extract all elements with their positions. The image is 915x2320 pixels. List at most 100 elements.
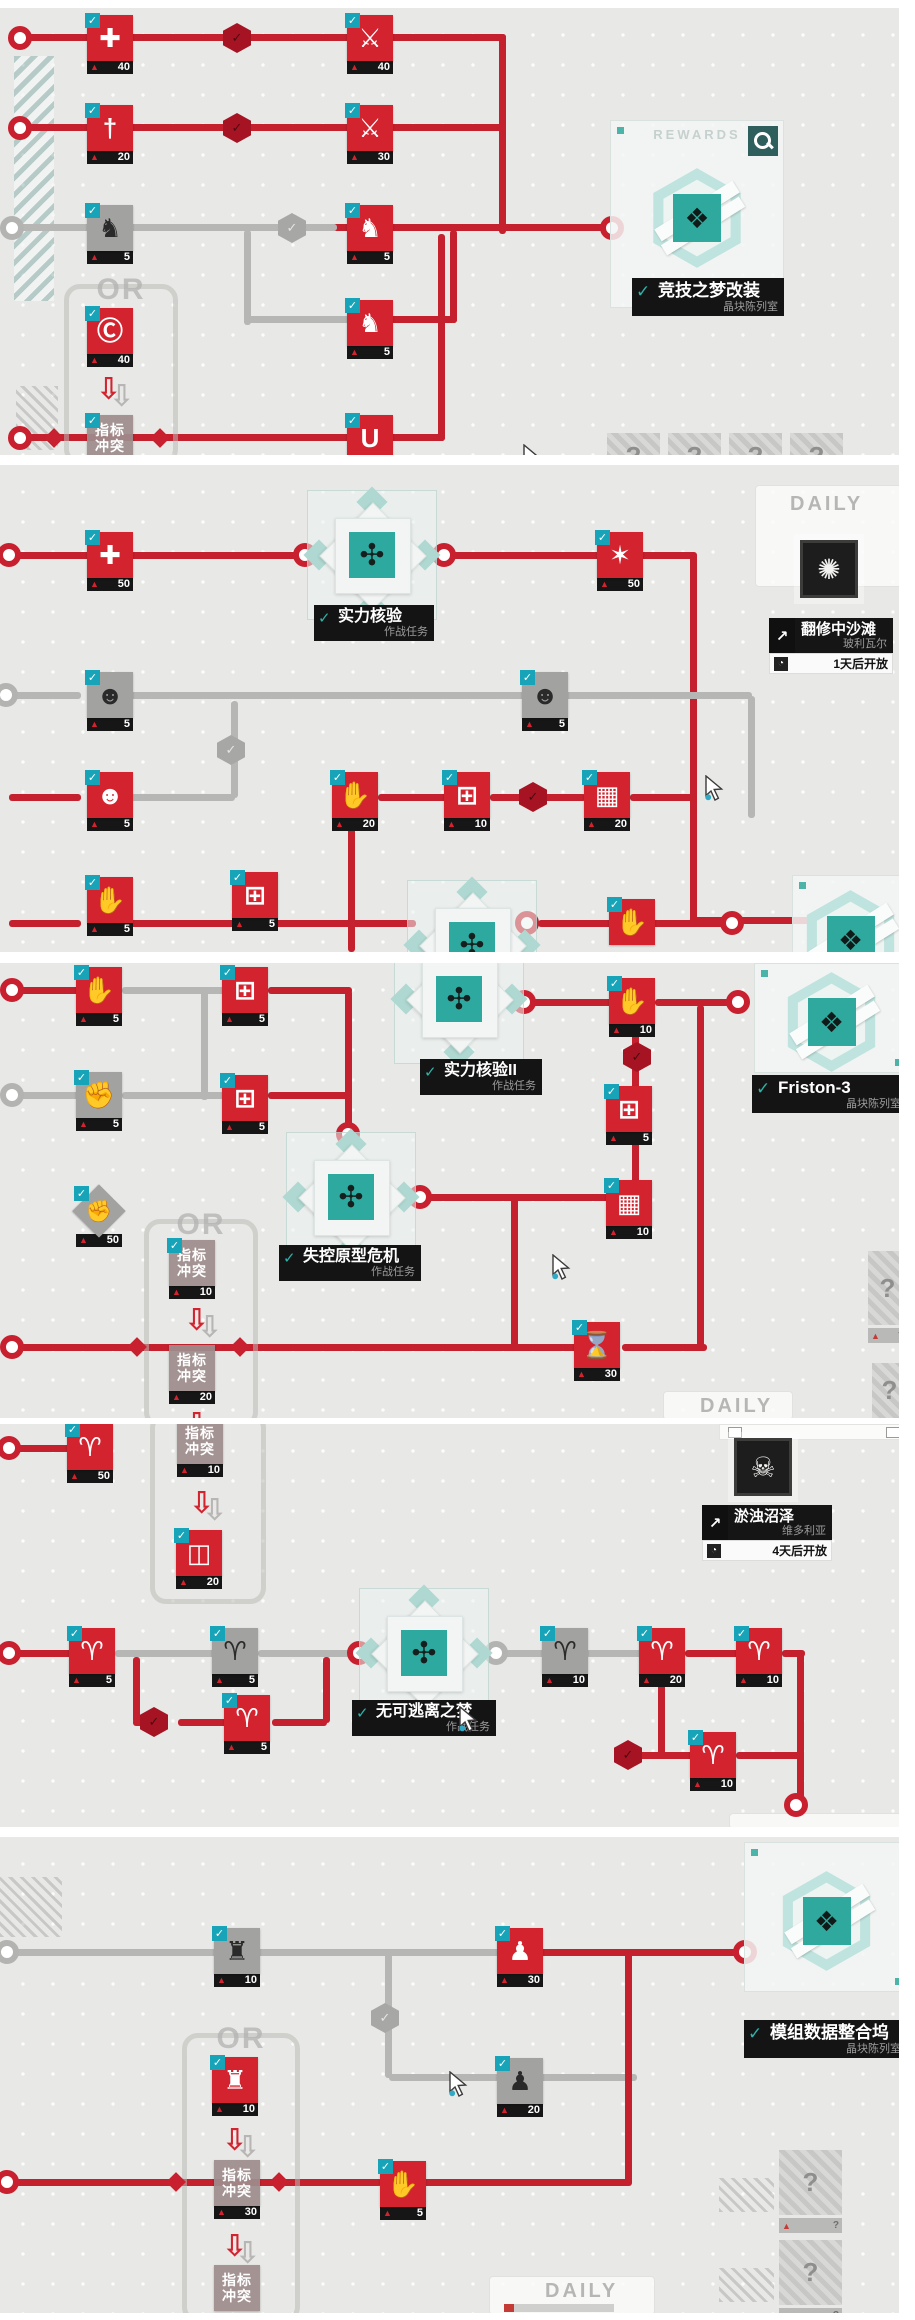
node-card-cross[interactable]: ⊞✓▲5 bbox=[230, 870, 278, 931]
node-metric-conflict-30[interactable]: 指标冲突▲30 bbox=[214, 2160, 260, 2219]
battle-prototype-crisis-label[interactable]: ✓失控原型危机作战任务 bbox=[279, 1245, 421, 1282]
reward-competitive-dream-mod-label[interactable]: ✓竞技之梦改装晶块陈列室 bbox=[632, 278, 784, 316]
battle-prototype-crisis[interactable]: ✣ bbox=[282, 1128, 420, 1266]
node-metric-conflict-20b[interactable]: 指标冲突▲20 bbox=[169, 1345, 215, 1404]
node-hand-tactics[interactable]: ✋✓▲20 bbox=[330, 770, 378, 831]
node-rabbit-x2-icon: ♈ bbox=[553, 1636, 577, 1666]
node-rabbit-crosses[interactable]: ♈✓▲20 bbox=[637, 1626, 685, 1687]
node-mixed-tech[interactable]: ◫✓▲20 bbox=[174, 1528, 222, 1589]
graph-connector-line bbox=[537, 1949, 747, 1956]
node-ape-scholar[interactable]: ☻✓▲5 bbox=[520, 670, 568, 731]
reward-competitive-dream-mod[interactable]: REWARDS❖ bbox=[610, 120, 784, 308]
unlock-timer: ◔4天后开放 bbox=[702, 1540, 832, 1562]
node-pawn-disabled[interactable]: ♟✓▲20 bbox=[495, 2056, 543, 2117]
check-icon: ✓ bbox=[345, 103, 360, 118]
node-beast-a[interactable]: ♞✓▲5 bbox=[345, 203, 393, 264]
reward-module-data-dock-label[interactable]: ✓模组数据整合坞晶块陈列室 bbox=[744, 2020, 899, 2058]
node-hand-partial[interactable]: ✋✓ bbox=[607, 897, 655, 945]
warning-triangle-icon: ▲ bbox=[235, 919, 244, 929]
node-originium-icon: Ⓒ bbox=[96, 316, 123, 346]
graph-connector-line bbox=[274, 920, 416, 927]
node-rabbit-lower[interactable]: ♈✓▲5 bbox=[222, 1693, 270, 1754]
node-card-cross-2[interactable]: ⊞✓▲5 bbox=[220, 965, 268, 1026]
connector-ring bbox=[8, 116, 32, 140]
node-hand-x3[interactable]: ✋✓▲5 bbox=[378, 2159, 426, 2220]
node-rabbit-squares-icon: ♈ bbox=[747, 1636, 771, 1666]
mystery-reward-1[interactable]: ? bbox=[607, 433, 660, 455]
locked-area-node-swamp[interactable]: ☠ bbox=[734, 1438, 792, 1496]
node-pawn-menace[interactable]: ♟✓▲30 bbox=[495, 1926, 543, 1987]
magnifier-icon[interactable] bbox=[748, 126, 778, 156]
node-ape-gear[interactable]: ☻✓▲5 bbox=[85, 770, 133, 831]
node-rabbit-crosses-icon: ♈ bbox=[650, 1636, 674, 1666]
teal-stripe-decoration bbox=[14, 56, 54, 301]
node-duelist[interactable]: ⚔✓▲40 bbox=[345, 13, 393, 74]
node-card-diamond-2[interactable]: ⊞✓▲5 bbox=[604, 1084, 652, 1145]
node-beast-b[interactable]: ♞✓▲5 bbox=[345, 298, 393, 359]
node-rook-denied[interactable]: ♜✓▲10 bbox=[210, 2055, 258, 2116]
node-fist-heavy[interactable]: ✊✓▲50 bbox=[72, 1184, 126, 1247]
node-cost-value: 40 bbox=[117, 61, 130, 73]
node-beast-disabled[interactable]: ♞✓▲5 bbox=[85, 203, 133, 264]
node-hourglass[interactable]: ⌛✓▲30 bbox=[572, 1320, 620, 1381]
reward-module-data-dock[interactable]: ❖ bbox=[744, 1842, 899, 1992]
node-metric-conflict-c[interactable]: 指标冲突▲10 bbox=[177, 1424, 223, 1477]
battle-strength-check-label[interactable]: ✓实力核验作战任务 bbox=[314, 605, 434, 642]
node-hand-tactics-2[interactable]: ✋✓▲10 bbox=[607, 976, 655, 1037]
node-rabbit-disabled[interactable]: ♈✓▲5 bbox=[210, 1626, 258, 1687]
node-card-module[interactable]: ⊞✓▲10 bbox=[442, 770, 490, 831]
node-rabbit-skull[interactable]: ♈✓▲5 bbox=[67, 1626, 115, 1687]
battle-inescapable-dream-label[interactable]: ✓无可逃离之梦作战任务 bbox=[352, 1700, 496, 1737]
node-metric-conflict-cut[interactable]: 指标冲突 bbox=[214, 2265, 260, 2311]
mystery-reward-edge-2[interactable]: ?▲? bbox=[872, 1363, 899, 1418]
node-cost-value: 10 bbox=[242, 2103, 255, 2115]
daily-card-faint bbox=[663, 1391, 793, 1418]
mystery-reward-edge-1[interactable]: ?▲? bbox=[868, 1251, 899, 1343]
node-ape-disabled[interactable]: ☻✓▲5 bbox=[85, 670, 133, 731]
node-rook[interactable]: ♜✓▲10 bbox=[212, 1926, 260, 1987]
node-rabbit-final[interactable]: ♈✓▲10 bbox=[688, 1730, 736, 1791]
lock-card-swamp[interactable]: ↗淤浊沼泽维多利亚◔4天后开放 bbox=[702, 1505, 832, 1562]
node-card-diamond[interactable]: ⊞✓▲5 bbox=[220, 1073, 268, 1134]
node-dagger[interactable]: †✓▲20 bbox=[85, 103, 133, 164]
node-hand-plus[interactable]: ✋✓▲5 bbox=[85, 875, 133, 936]
node-originium[interactable]: Ⓒ✓▲40 bbox=[85, 306, 133, 367]
node-medic-50[interactable]: ✚✓▲50 bbox=[85, 530, 133, 591]
node-medic-upgrade[interactable]: ✚✓▲40 bbox=[85, 13, 133, 74]
node-fist-disabled[interactable]: ✊✓▲5 bbox=[74, 1070, 122, 1131]
node-rabbit-squares[interactable]: ♈✓▲10 bbox=[734, 1626, 782, 1687]
battle-strength-check[interactable]: ✣ bbox=[303, 486, 441, 624]
check-icon: ✓ bbox=[604, 1084, 619, 1099]
mystery-reward-3[interactable]: ? bbox=[729, 433, 782, 455]
mystery-reward-2[interactable]: ? bbox=[668, 433, 721, 455]
node-star-blade[interactable]: ✶✓▲50 bbox=[595, 530, 643, 591]
reward-partial[interactable]: ❖ bbox=[792, 875, 899, 952]
mystery-reward-1[interactable]: ?▲? bbox=[779, 2150, 842, 2233]
battle-partial[interactable]: ✣ bbox=[403, 876, 541, 952]
node-swordmaster[interactable]: ⚔✓▲30 bbox=[345, 103, 393, 164]
battle-inescapable-dream[interactable]: ✣ bbox=[355, 1584, 493, 1722]
node-hand-plus-2[interactable]: ✋✓▲5 bbox=[74, 965, 122, 1026]
node-rabbit-arrows[interactable]: ♈✓▲50 bbox=[65, 1424, 113, 1483]
reward-friston-3[interactable]: ❖ bbox=[754, 963, 899, 1073]
node-battery-grid[interactable]: ▦✓▲20 bbox=[582, 770, 630, 831]
graph-connector-line bbox=[387, 316, 457, 323]
graph-connector-line bbox=[9, 920, 81, 927]
check-icon: ✓ bbox=[345, 298, 360, 313]
graph-connector-line bbox=[438, 234, 445, 441]
node-cost-value: 5 bbox=[642, 1132, 649, 1144]
check-icon: ✓ bbox=[220, 1073, 235, 1088]
locked-area-node-beach[interactable]: ✺ bbox=[800, 540, 858, 598]
node-shield[interactable]: U✓▲30 bbox=[345, 413, 393, 455]
node-rabbit-x2[interactable]: ♈✓▲10 bbox=[540, 1626, 588, 1687]
battle-strength-check-2[interactable]: ✣ bbox=[390, 963, 528, 1068]
node-metric-conflict-10[interactable]: 指标冲突✓▲10 bbox=[167, 1238, 215, 1299]
mystery-reward-4[interactable]: ? bbox=[790, 433, 843, 455]
node-fist-grid[interactable]: ▦✓▲10 bbox=[604, 1178, 652, 1239]
battle-core: ✣ bbox=[349, 532, 395, 578]
lock-card-beach[interactable]: ↗翻修中沙滩玻利瓦尔◔1天后开放 bbox=[769, 618, 893, 675]
mystery-reward-2[interactable]: ?▲? bbox=[779, 2240, 842, 2313]
